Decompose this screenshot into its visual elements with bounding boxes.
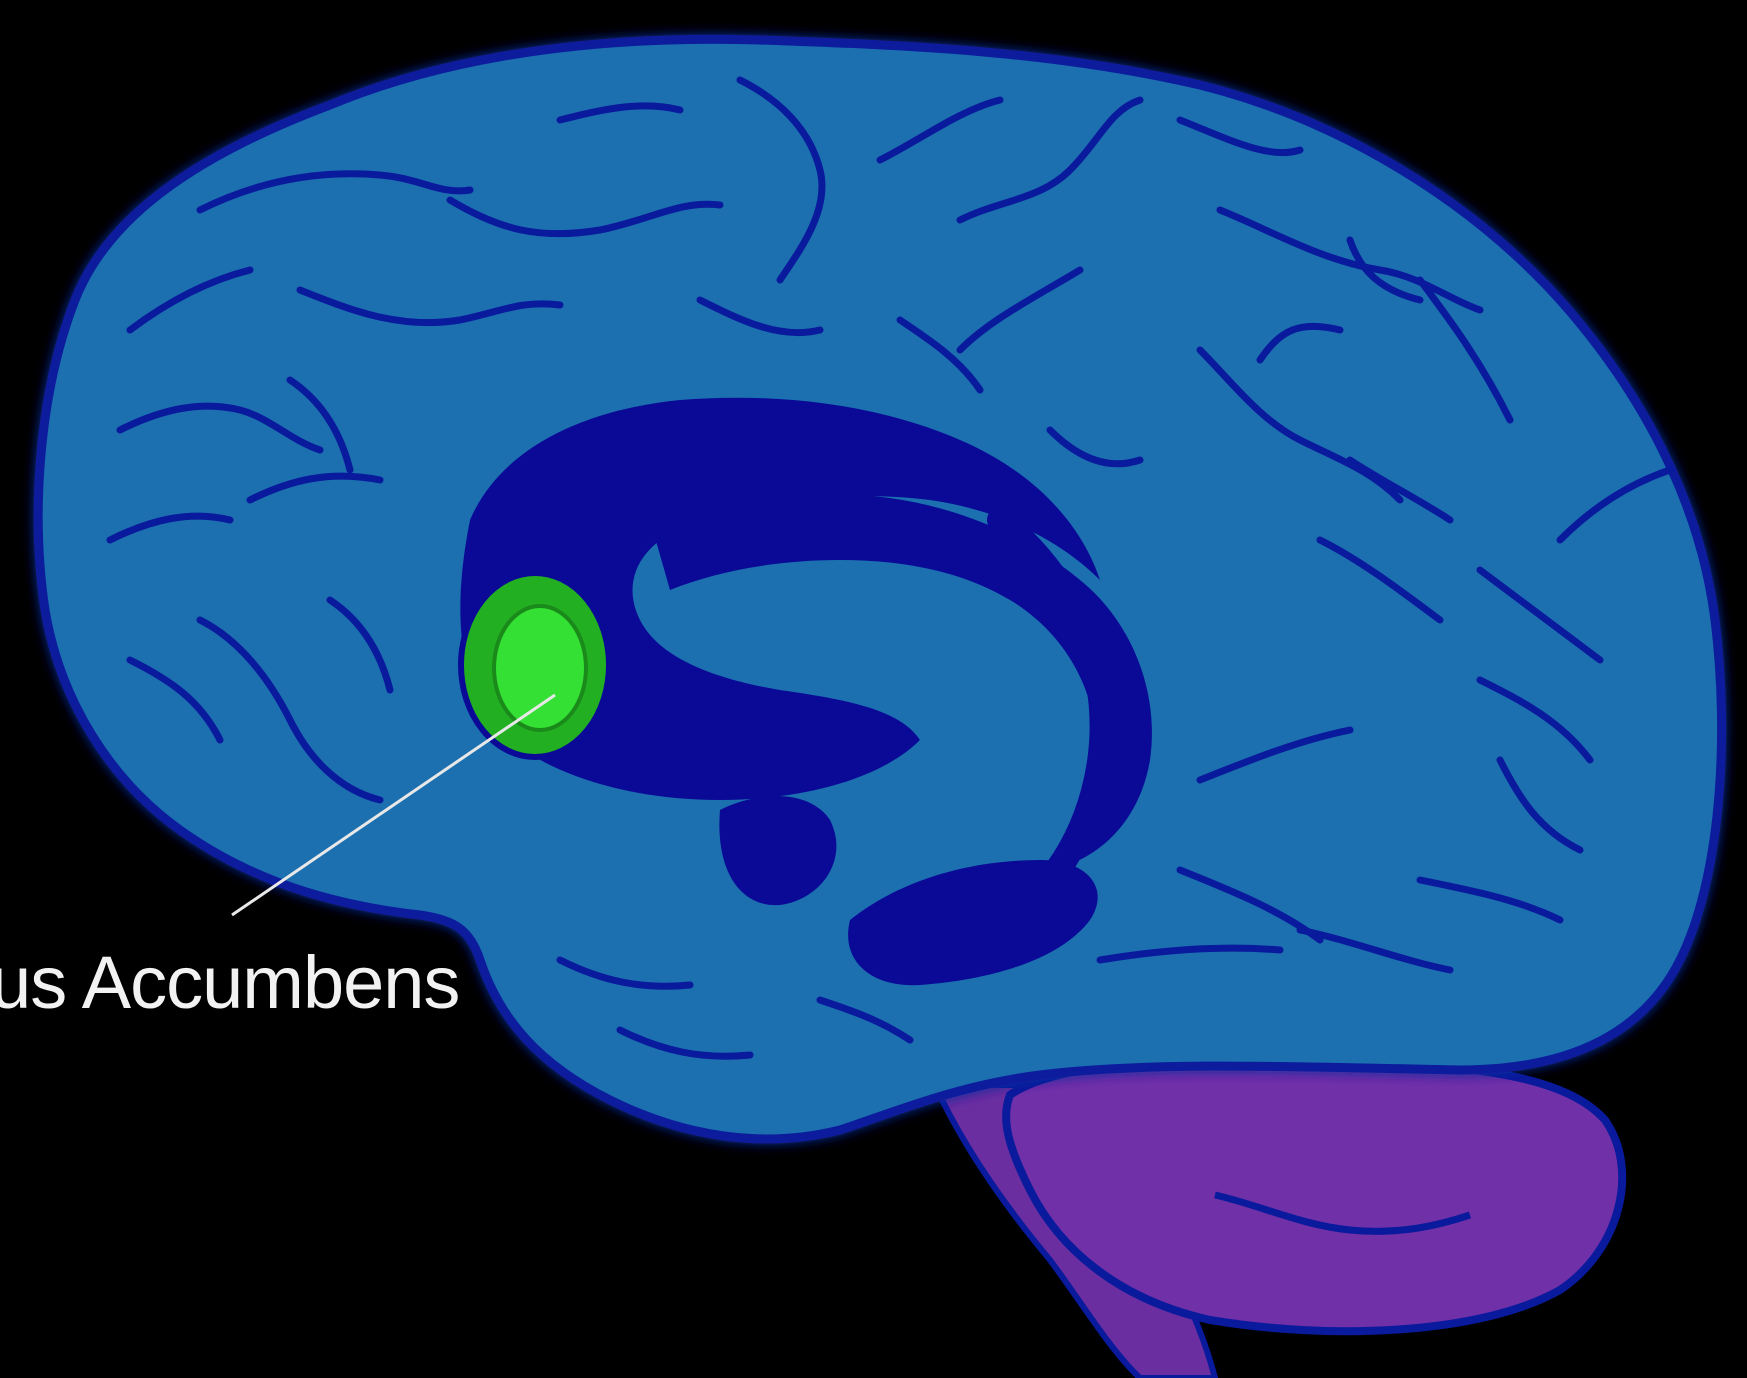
nucleus-accumbens-inner bbox=[494, 606, 586, 730]
nucleus-accumbens-label: eus Accumbens bbox=[0, 940, 459, 1025]
